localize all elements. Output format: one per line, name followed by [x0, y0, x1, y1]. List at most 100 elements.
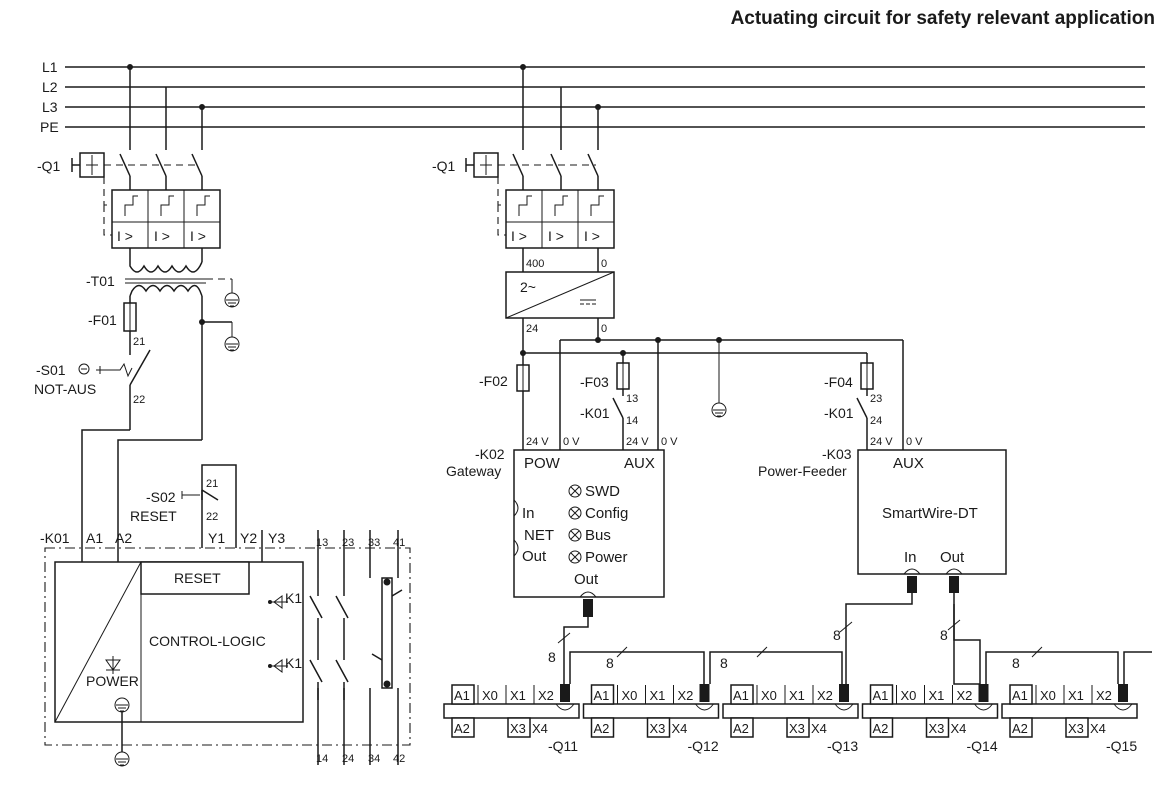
terminal-box — [1009, 684, 1033, 705]
reset-block-label: RESET — [174, 570, 221, 586]
cable-label-8: 8 — [548, 649, 556, 665]
terminal-box — [925, 717, 950, 738]
terminal-a1: A1 — [454, 688, 470, 703]
label-k03-in: In — [904, 549, 917, 566]
label-k01-contact: -K01 — [824, 405, 854, 421]
cable-label-8: 8 — [720, 655, 728, 671]
power-supply: 400 0 2~ 24 0 — [505, 258, 615, 335]
terminal-x2: X2 — [1096, 688, 1112, 703]
socket-icon — [1113, 703, 1133, 711]
terminal-x3: X3 — [789, 721, 805, 736]
terminal-21: 21 — [133, 336, 145, 348]
terminal-a1: A1 — [873, 688, 889, 703]
overcurrent-label: I > — [584, 228, 600, 244]
terminal-24v: 24 V — [526, 436, 549, 448]
terminal-x4: X4 — [1090, 721, 1106, 736]
terminal-x1: X1 — [510, 688, 526, 703]
label-k1: K1 — [285, 655, 302, 671]
psu-output-0: 0 — [601, 323, 607, 335]
label-q1-right: -Q1 — [432, 158, 456, 174]
led-power-label: Power — [585, 549, 628, 566]
estop-actuator-icon — [96, 362, 133, 378]
terminal-y1: Y1 — [208, 530, 225, 546]
terminal-box — [730, 717, 754, 738]
label-f04: -F04 — [824, 374, 853, 390]
led-icon — [568, 484, 582, 498]
terminal-x1: X1 — [650, 688, 666, 703]
page-title: Actuating circuit for safety relevant ap… — [730, 8, 1155, 29]
connector-plug-icon — [1118, 684, 1128, 702]
terminal-box — [590, 684, 615, 705]
module-rail — [582, 703, 720, 719]
out-socket-icon — [945, 568, 963, 575]
terminal-box — [646, 717, 671, 738]
cable-label-8: 8 — [606, 655, 614, 671]
label-aux: AUX — [624, 455, 655, 472]
label-k02: -K02 — [475, 446, 505, 462]
psu-input-400: 400 — [526, 258, 544, 270]
terminal-y2: Y2 — [240, 530, 257, 546]
terminal-x4: X4 — [811, 721, 827, 736]
connector-plug-icon — [978, 684, 989, 702]
terminal-box — [451, 684, 475, 705]
label-gateway: Gateway — [446, 463, 501, 479]
label-k01-contact: -K01 — [580, 405, 610, 421]
overcurrent-label: I > — [511, 228, 527, 244]
connector-plug-icon — [839, 684, 849, 702]
terminal-14: 14 — [626, 415, 638, 427]
socket-icon — [555, 703, 575, 711]
terminal-24v: 24 V — [870, 436, 893, 448]
overcurrent-label: I > — [154, 228, 170, 244]
contact-14: 14 — [316, 753, 328, 765]
label-k1: K1 — [285, 590, 302, 606]
push-button-icon — [181, 491, 200, 499]
terminal-x2: X2 — [678, 688, 694, 703]
cable-label-8: 8 — [1012, 655, 1020, 671]
earth-icon — [224, 292, 240, 308]
psu-output-24: 24 — [526, 323, 538, 335]
terminal-x1: X1 — [1068, 688, 1084, 703]
cable-label-8: 8 — [940, 627, 948, 643]
label-f02: -F02 — [479, 373, 508, 389]
terminal-x4: X4 — [672, 721, 688, 736]
module-rail — [722, 703, 859, 719]
label-k03-aux: AUX — [893, 455, 924, 472]
safety-relay-k01: -K01 A1 A2 Y1 Y2 Y3 RESET CONTROL-LOGIC … — [40, 530, 411, 767]
power-feeder-box — [857, 449, 1007, 575]
contact-33: 33 — [368, 537, 380, 549]
trip-unit — [111, 189, 221, 249]
terminal-22: 22 — [133, 394, 145, 406]
fuse-f01: -F01 — [88, 296, 137, 346]
terminal-0v: 0 V — [906, 436, 923, 448]
label-reset: RESET — [130, 508, 177, 524]
bus-label-pe: PE — [40, 119, 59, 135]
left-breaker-q1: -Q1 I > I > I > — [37, 64, 221, 262]
connector-plug-icon — [949, 576, 959, 593]
led-config-label: Config — [585, 505, 628, 522]
terminal-a1: A1 — [594, 688, 610, 703]
contact-13: 13 — [316, 537, 328, 549]
module-rail — [1001, 703, 1138, 719]
terminal-a1: A1 — [1012, 688, 1028, 703]
mushroom-button-icon — [78, 363, 90, 375]
dc-distribution: -F02 -F03 13 14 -K01 -F04 23 24 -K01 — [479, 318, 904, 450]
terminal-x1: X1 — [929, 688, 945, 703]
terminal-box — [1009, 717, 1033, 738]
terminal-a1: A1 — [733, 688, 749, 703]
terminal-x2: X2 — [957, 688, 973, 703]
terminal-box — [869, 684, 894, 705]
power-feeder-k03: -K03 Power-Feeder 24 V 0 V AUX SmartWire… — [758, 436, 1007, 593]
right-breaker-q1: -Q1 I > I > I > — [432, 64, 615, 272]
relay-outline — [44, 547, 411, 746]
connector-plug-icon — [699, 684, 710, 702]
smartwire-cables: 8 8 8 8 8 8 — [548, 593, 1152, 685]
supply-bus: L1 L2 L3 PE — [40, 59, 1145, 135]
earth-icon — [224, 336, 240, 352]
terminal-y3: Y3 — [268, 530, 285, 546]
earth-icon — [114, 751, 130, 767]
terminal-24v: 24 V — [626, 436, 649, 448]
terminal-22: 22 — [206, 511, 218, 523]
